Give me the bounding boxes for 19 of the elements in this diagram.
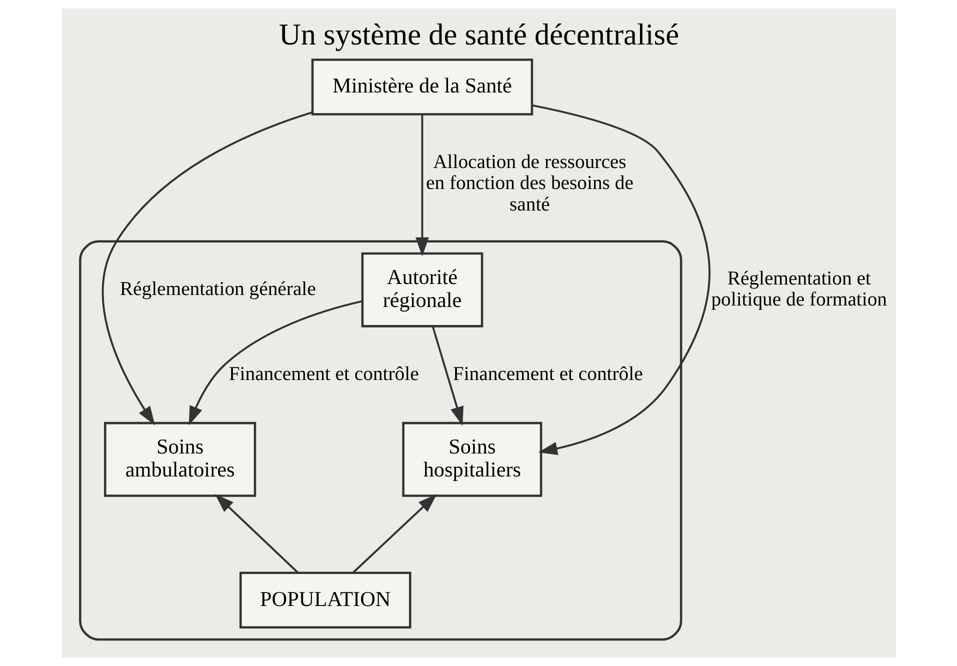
node-box: Autorité régionale bbox=[360, 252, 483, 328]
arrow bbox=[352, 494, 436, 574]
arrow bbox=[188, 300, 362, 426]
diagram-title: Un système de santé décentralisé bbox=[278, 18, 679, 52]
arrow bbox=[415, 114, 428, 256]
arrow bbox=[214, 494, 298, 574]
arrow bbox=[531, 104, 710, 456]
edge-label: Allocation de ressources en fonction des besoins de santé bbox=[425, 150, 633, 216]
arrow bbox=[431, 326, 463, 426]
arrow bbox=[101, 111, 312, 426]
edge-label: Financement et contrôle bbox=[452, 362, 642, 385]
node-box: POPULATION bbox=[238, 572, 411, 629]
edge-label: Réglementation et politique de formation bbox=[710, 267, 887, 311]
edge-label: Réglementation générale bbox=[119, 278, 316, 300]
node-box: Soins ambulatoires bbox=[104, 422, 256, 497]
edge-label: Financement et contrôle bbox=[228, 362, 418, 385]
node-box: Ministère de la Santé bbox=[310, 58, 533, 116]
node-box: Soins hospitaliers bbox=[402, 422, 542, 497]
cluster bbox=[78, 240, 682, 641]
